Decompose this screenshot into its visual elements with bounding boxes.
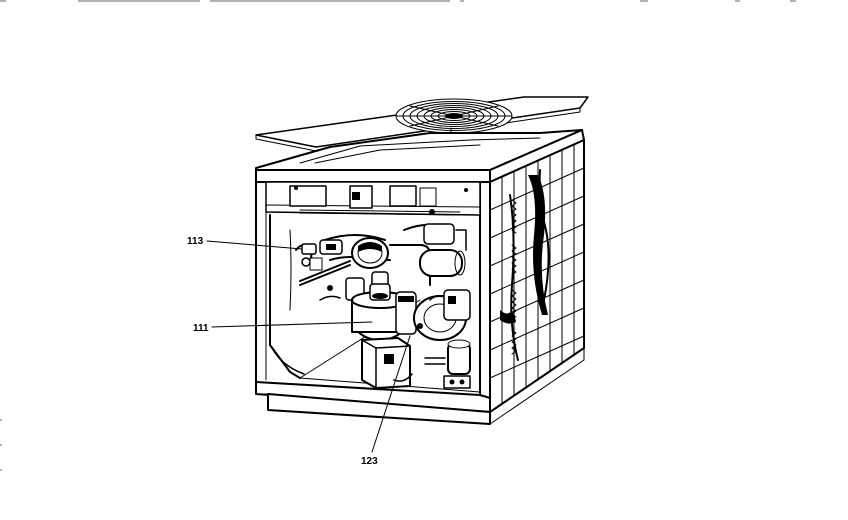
leader-113 — [206, 240, 303, 250]
filter-drier-valve-113 — [301, 239, 343, 291]
callout-leaders — [206, 240, 411, 453]
cabinet-front-frame — [255, 181, 585, 425]
control-panel-shelf — [265, 181, 481, 216]
capacitor — [419, 223, 467, 277]
callout-113: 113 — [187, 236, 204, 247]
fan-grille — [395, 98, 513, 134]
condenser-coil-side — [489, 139, 585, 413]
callout-111: 111 — [193, 323, 209, 334]
compressor-111 — [351, 283, 471, 341]
top-edge-artifacts — [0, 0, 796, 471]
leader-123 — [371, 335, 411, 453]
contactor-123 — [361, 337, 413, 389]
callout-123: 123 — [361, 456, 378, 467]
service-valve — [424, 339, 471, 389]
leader-111 — [211, 321, 373, 328]
